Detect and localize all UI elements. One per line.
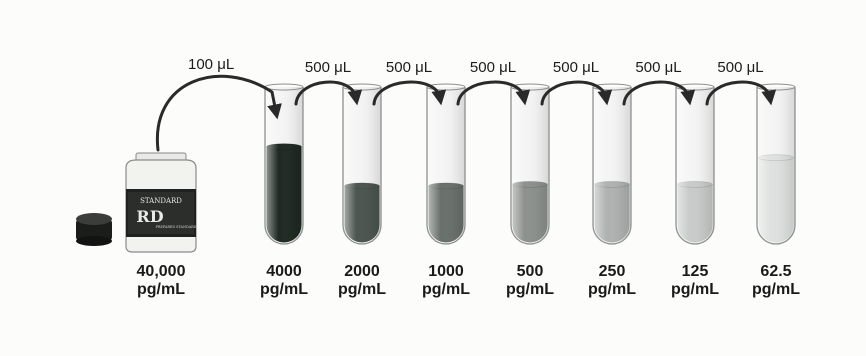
tube-concentration-unit: pg/mL bbox=[588, 281, 636, 298]
tube-row bbox=[265, 84, 795, 244]
bottle-label-logo: RD bbox=[136, 207, 163, 226]
tube-250 bbox=[593, 84, 631, 244]
tube-concentration-unit: pg/mL bbox=[752, 281, 800, 298]
tube-concentration-value: 1000 bbox=[428, 263, 464, 280]
tube-concentration-unit: pg/mL bbox=[671, 281, 719, 298]
tube-concentration-unit: pg/mL bbox=[506, 281, 554, 298]
tube-2000 bbox=[343, 84, 381, 244]
tube-62.5 bbox=[757, 84, 795, 244]
tube-concentration-value: 500 bbox=[517, 263, 544, 280]
transfer-arrow-first bbox=[157, 76, 276, 150]
tube-concentration-value: 62.5 bbox=[760, 263, 791, 280]
bottle-label-fine: PREPARED STANDARD bbox=[156, 225, 197, 229]
transfer-label-serial: 500 μL bbox=[717, 59, 763, 76]
transfer-label-serial: 500 μL bbox=[305, 59, 351, 76]
tube-4000 bbox=[265, 84, 303, 244]
transfer-label-serial: 500 μL bbox=[470, 59, 516, 76]
transfer-label-serial: 500 μL bbox=[553, 59, 599, 76]
tube-500 bbox=[511, 84, 549, 244]
stock-concentration-unit: pg/mL bbox=[137, 281, 185, 298]
tube-concentration-unit: pg/mL bbox=[338, 281, 386, 298]
tube-concentration-unit: pg/mL bbox=[422, 281, 470, 298]
bottle-cap bbox=[76, 213, 112, 246]
standard-bottle: STANDARD RD PREPARED STANDARD bbox=[126, 153, 197, 252]
tube-concentration-unit: pg/mL bbox=[260, 281, 308, 298]
transfer-label-first: 100 μL bbox=[188, 56, 234, 73]
tube-concentration-value: 125 bbox=[682, 263, 709, 280]
tube-concentration-value: 250 bbox=[599, 263, 626, 280]
concentration-labels: 4000pg/mL2000pg/mL1000pg/mL500pg/mL250pg… bbox=[137, 263, 801, 298]
bottle-label-top: STANDARD bbox=[140, 197, 182, 205]
tube-concentration-value: 2000 bbox=[344, 263, 380, 280]
tube-125 bbox=[676, 84, 714, 244]
transfer-label-serial: 500 μL bbox=[635, 59, 681, 76]
tube-1000 bbox=[427, 84, 465, 244]
transfer-label-serial: 500 μL bbox=[386, 59, 432, 76]
tube-concentration-value: 4000 bbox=[266, 263, 302, 280]
stock-concentration-value: 40,000 bbox=[137, 263, 186, 280]
